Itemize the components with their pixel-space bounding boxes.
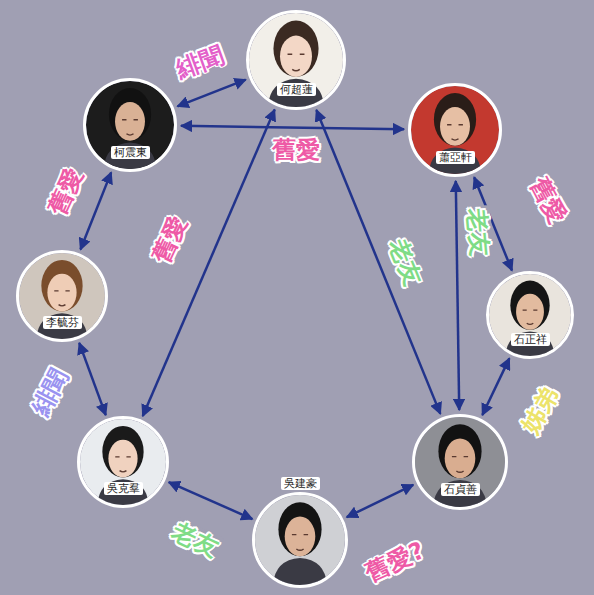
- hair: [434, 93, 476, 146]
- person-circle: 石正祥: [486, 271, 574, 359]
- face: [440, 107, 470, 146]
- relation-label-holder: 舊愛: [42, 163, 89, 222]
- portrait-photo: [255, 495, 345, 585]
- relation-label-holder: 老友: [382, 233, 427, 292]
- relation-label: 舊愛?: [359, 535, 431, 588]
- hair: [510, 281, 549, 330]
- relation-arrow: [169, 482, 253, 519]
- photo-ground: [255, 495, 345, 585]
- face: [115, 102, 145, 141]
- face-features: [115, 457, 130, 472]
- person-circle: 吳克羣: [77, 416, 169, 508]
- hair: [102, 426, 143, 478]
- relation-arrow: [456, 181, 459, 410]
- relation-label: 緋聞: [171, 40, 229, 84]
- relation-arrow: [143, 110, 275, 416]
- relation-label: 姊弟: [515, 380, 565, 439]
- person-name: 柯震東: [111, 146, 150, 159]
- person-circle: 石貞善: [412, 414, 508, 510]
- relation-label-holder: 舊愛?: [359, 535, 431, 588]
- relation-label: 舊愛: [270, 136, 322, 164]
- face-features: [288, 54, 305, 70]
- person-name: 何超蓮: [277, 83, 316, 96]
- relation-label: 緋聞: [25, 362, 74, 421]
- relation-label: 老友: [166, 516, 225, 563]
- relation-label-holder: 姊弟: [515, 380, 565, 439]
- person-name: 蕭亞軒: [436, 151, 475, 164]
- relation-label: 老友: [382, 233, 427, 292]
- person-name: 吳建豪: [281, 477, 320, 490]
- photo-ground: [415, 417, 505, 507]
- photo-ground: [249, 13, 343, 107]
- relation-label-holder: 老友: [462, 205, 494, 259]
- face: [285, 517, 316, 557]
- person-name: 石貞善: [441, 483, 480, 496]
- relation-arrow: [347, 485, 414, 517]
- relation-label-holder: 緋聞: [25, 362, 74, 421]
- person-circle: 何超蓮: [246, 10, 346, 110]
- photo-ground: [86, 81, 174, 169]
- person-circle: 蕭亞軒: [408, 83, 502, 177]
- shoulders: [273, 558, 327, 585]
- relation-label: 老友: [462, 205, 494, 259]
- person-name: 李毓芬: [43, 316, 82, 329]
- face: [47, 274, 76, 312]
- face-features: [54, 291, 69, 306]
- hair: [41, 260, 82, 312]
- shoulders: [36, 313, 88, 339]
- relation-arrow: [177, 80, 245, 107]
- hair: [273, 21, 318, 77]
- relation-label-holder: 緋聞: [171, 40, 229, 84]
- hair: [438, 424, 481, 478]
- relation-label: 舊愛: [42, 163, 89, 222]
- person-name: 吳克羣: [104, 482, 143, 495]
- relation-label-holder: 舊愛: [523, 170, 572, 229]
- photo-ground: [411, 86, 499, 174]
- person-circle: 李毓芬: [16, 250, 108, 342]
- relation-label-holder: 舊愛: [146, 211, 193, 270]
- photo-ground: [489, 274, 571, 356]
- shoulders: [429, 148, 482, 174]
- shoulders: [268, 79, 324, 107]
- relation-arrow: [79, 343, 106, 415]
- face: [516, 294, 544, 330]
- face-features: [523, 310, 538, 324]
- relation-arrow: [482, 358, 509, 415]
- face: [108, 440, 137, 478]
- relation-label: 舊愛: [146, 211, 193, 270]
- face-features: [447, 125, 463, 140]
- face: [445, 439, 476, 479]
- hair: [278, 502, 321, 556]
- relation-label: 舊愛: [523, 170, 572, 229]
- face-features: [292, 535, 308, 551]
- shoulders: [104, 143, 157, 169]
- relation-label-holder: 舊愛: [270, 136, 322, 164]
- face-features: [122, 120, 138, 135]
- shoulders: [505, 331, 554, 356]
- shoulders: [97, 479, 149, 505]
- person-name: 石正祥: [511, 333, 550, 346]
- face-features: [452, 457, 468, 473]
- hair: [109, 88, 151, 141]
- photo-ground: [80, 419, 166, 505]
- photo-ground: [19, 253, 105, 339]
- person-circle: 吳建豪: [252, 492, 348, 588]
- shoulders: [433, 480, 487, 507]
- person-circle: 柯震東: [83, 78, 177, 172]
- relation-arrow: [181, 126, 404, 129]
- relation-label-holder: 老友: [166, 516, 225, 563]
- face: [280, 36, 312, 77]
